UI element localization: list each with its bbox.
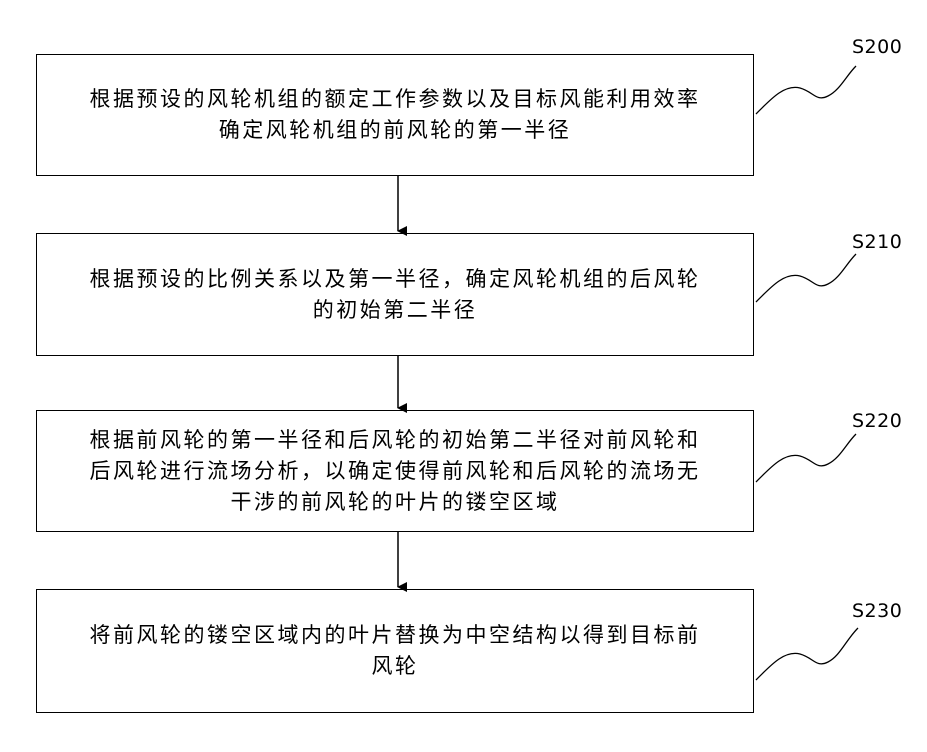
leader-s200 (756, 66, 856, 114)
leader-s230 (756, 628, 858, 680)
leader-s220 (756, 434, 856, 482)
leader-s210 (756, 254, 856, 302)
